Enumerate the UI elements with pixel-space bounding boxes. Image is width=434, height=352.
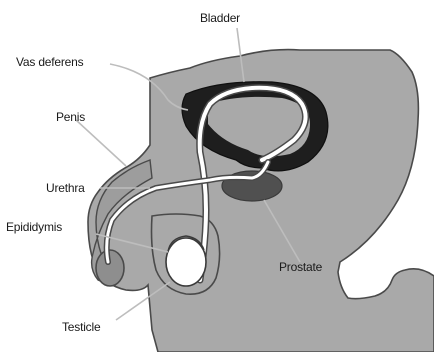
testicle [166, 238, 206, 286]
label-epididymis: Epididymis [6, 220, 62, 234]
label-prostate: Prostate [279, 260, 323, 274]
label-vas-deferens: Vas deferens [16, 55, 84, 69]
label-testicle: Testicle [62, 320, 101, 334]
leader-penis [76, 120, 126, 166]
label-bladder: Bladder [200, 11, 240, 25]
label-urethra: Urethra [46, 181, 85, 195]
label-penis: Penis [56, 110, 85, 124]
